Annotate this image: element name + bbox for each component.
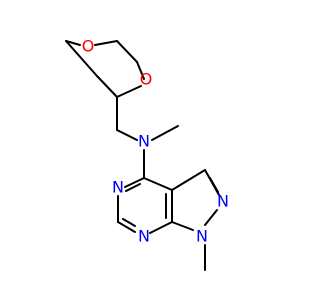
- atom-pyrimidine-n7: N: [138, 227, 150, 246]
- bond-c4-n3: [124, 177, 145, 188]
- bond-c2-n1-double: [122, 218, 136, 227]
- bond-dioxane-c3-o-right: [136, 61, 145, 80]
- molecule-structure: O O N N N N N: [65, 37, 229, 271]
- bond-ch2-amine-n: [116, 129, 138, 141]
- atoms: O O N N N N N: [82, 37, 229, 246]
- bond-dioxane-c4-c5: [96, 75, 118, 98]
- bond-dioxane-c2-c3: [116, 40, 138, 63]
- bond-n1-c7a-pyrazole: [171, 221, 194, 231]
- bond-n1-c7a: [149, 221, 173, 234]
- bond-c2-n1: [117, 221, 136, 233]
- atom-oxygen-top: O: [82, 37, 95, 56]
- bond-dioxane-o-top-c2: [94, 40, 118, 46]
- bond-dioxane-o-right-c4: [116, 85, 142, 98]
- atom-oxygen-right: O: [140, 70, 153, 89]
- atom-pyrazole-n2: N: [217, 192, 229, 211]
- atom-pyrimidine-n3: N: [112, 178, 124, 197]
- bond-dioxane-c5-c1: [65, 40, 98, 77]
- atom-amine-nitrogen: N: [138, 132, 150, 151]
- bond-c3a-c3: [171, 169, 206, 191]
- bond-c3-n2-double: [209, 177, 219, 193]
- atom-pyrazole-n1: N: [196, 227, 208, 246]
- bond-c4-n3-double: [125, 183, 141, 192]
- bond-dioxane-c1-o-top: [65, 40, 81, 46]
- bond-c3a-c4: [143, 177, 173, 191]
- bond-amine-n-methyl: [151, 125, 179, 141]
- bonds: [65, 40, 220, 271]
- bond-n2-n1: [204, 209, 218, 226]
